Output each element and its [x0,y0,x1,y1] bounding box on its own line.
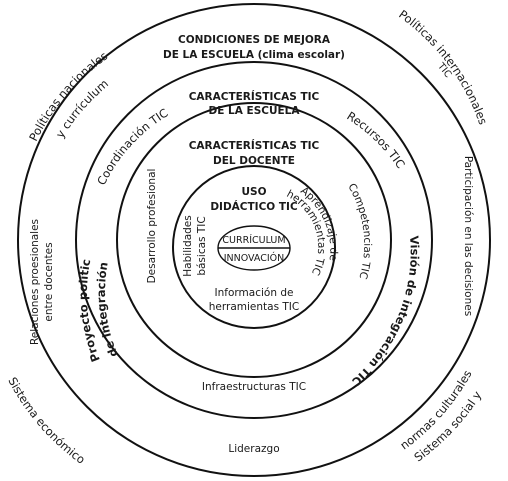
use-title-line1: USO [241,186,266,198]
relaciones-line2: entre docentes [43,242,55,321]
school-ring [75,61,433,419]
recursos-label: Recursos TIC [344,109,407,171]
participacion-label: Participación en las decisiones [462,156,474,316]
habilidades-line1: Habilidades [182,215,194,276]
informacion-line1: Información de [215,287,294,299]
teacher-title-line2: DEL DOCENTE [213,155,295,167]
desarrollo-label: Desarrollo profesional [146,169,158,284]
informacion-line2: herramientas TIC [209,301,299,313]
school-title-line2: DE LA ESCUELA [209,105,301,117]
teacher-ring [116,102,392,378]
use-title-line2: DIDÁCTICO TIC [210,200,298,213]
outer-title-line2: DE LA ESCUELA (clima escolar) [163,49,345,61]
use-ring [172,165,336,329]
liderazgo-label: Liderazgo [228,443,279,455]
core-innovacion: INNOVACIÓN [224,252,285,264]
sistema-economico: Sistema económico [5,375,87,467]
teacher-title-line1: CARACTERÍSTICAS TIC [189,139,320,152]
core-curriculum: CURRÍCULUM [222,234,285,246]
habilidades-line2: básicas TIC [196,216,208,275]
politicas-nacionales-line1: Políticas nacionales TIC [0,0,110,143]
vision-label: Visión de integración TIC [349,235,422,389]
competencias-label: Competencias TIC [345,182,373,281]
school-title-line1: CARACTERÍSTICAS TIC [189,90,320,103]
outer-ring [17,3,491,477]
infraestructuras-label: Infraestructuras TIC [202,381,306,393]
relaciones-line1: Relaciones proesionales [29,219,41,345]
outer-title-line1: CONDICIONES DE MEJORA [178,34,331,46]
